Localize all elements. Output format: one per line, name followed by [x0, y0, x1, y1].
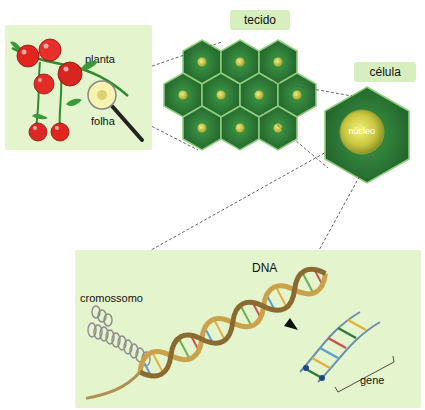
node-label: célula — [370, 66, 401, 79]
dna-helix — [81, 263, 331, 410]
label-box: DNA cromossomo gene — [75, 250, 421, 408]
gene-ladder — [284, 312, 394, 392]
node-label: cromossomo — [80, 292, 143, 304]
nucleus-circle: núcleo — [339, 109, 385, 155]
node-label: tecido — [244, 14, 276, 27]
label-box: tecido — [230, 10, 290, 30]
leader-line — [151, 143, 342, 250]
node-label: folha — [91, 115, 115, 127]
tomato-plant — [10, 39, 128, 141]
label-box: planta folha — [5, 25, 152, 150]
node-label: gene — [360, 374, 384, 386]
tissue-cluster — [164, 40, 316, 150]
label-box: célula — [354, 62, 416, 82]
nucleus-shape — [340, 110, 384, 154]
magnifier — [88, 81, 142, 140]
node-label: planta — [85, 53, 115, 65]
tissue-nuclei — [179, 58, 302, 133]
chromosome-coil — [88, 306, 150, 366]
node-label: DNA — [252, 262, 277, 275]
node-label: núcleo — [349, 127, 376, 137]
cell-hexagon — [325, 87, 409, 183]
